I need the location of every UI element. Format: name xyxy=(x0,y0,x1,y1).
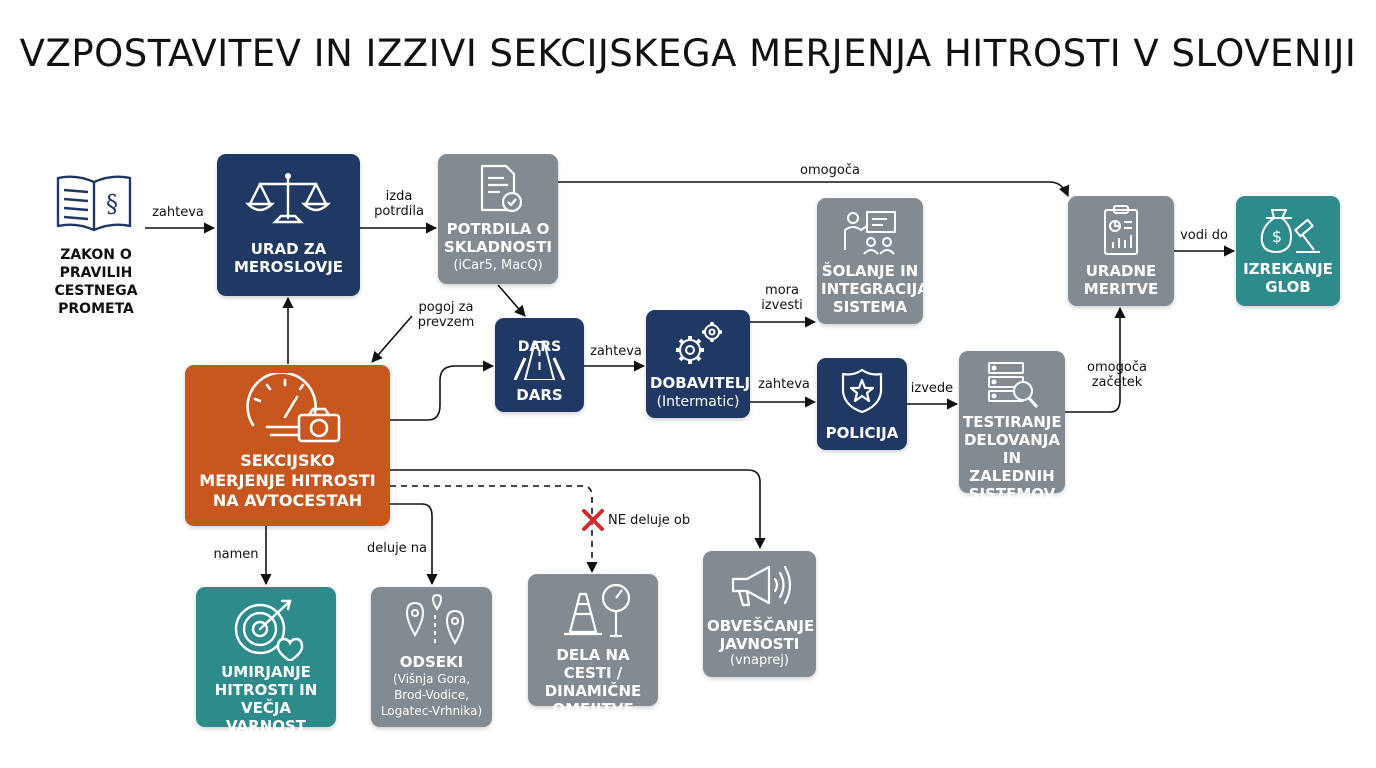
edge-label-omogoca: omogoča xyxy=(800,163,860,178)
node-odseki[interactable]: ODSEKI (Višnja Gora, Brod-Vodice, Logate… xyxy=(371,587,492,727)
cone-gauge-icon xyxy=(564,583,631,638)
edge-label-izda-potrdila: izda potrdila xyxy=(374,189,424,219)
node-testiranje-label: TESTIRANJE DELOVANJA IN ZALEDNIH SISTEMO… xyxy=(963,413,1062,503)
edge-testiranje-uradne xyxy=(1065,306,1126,413)
node-urad-label: URAD ZA MEROSLOVJE xyxy=(233,240,344,276)
megaphone-icon xyxy=(731,565,792,607)
svg-text:§: § xyxy=(106,190,118,218)
node-obvescanje-javnosti[interactable]: OBVEŠČANJE JAVNOSTI (vnaprej) xyxy=(703,551,816,677)
training-icon xyxy=(844,211,896,255)
node-umirjanje-label: UMIRJANJE HITROSTI IN VEČJA VARNOST xyxy=(214,663,318,735)
edge-label-omogoca-zacetek: omogoča začetek xyxy=(1087,360,1147,390)
edge-sekcijsko-dars xyxy=(390,360,495,421)
road-icon xyxy=(513,341,566,380)
node-obvescanje-sub: (vnaprej) xyxy=(730,653,789,668)
edge-label-izvede: izvede xyxy=(910,381,954,396)
edge-potrdila-dars xyxy=(497,284,526,317)
node-izrekanje-glob[interactable]: $ IZREKANJE GLOB xyxy=(1236,196,1340,306)
node-testiranje[interactable]: TESTIRANJE DELOVANJA IN ZALEDNIH SISTEMO… xyxy=(959,351,1065,503)
edge-label-pogoj-za-prevzem: pogoj za prevzem xyxy=(417,300,475,330)
edge-label-namen: namen xyxy=(213,547,259,562)
node-solanje-in-integracija[interactable]: ŠOLANJE IN INTEGRACIJA SISTEMA xyxy=(817,198,929,324)
node-potrdila-o-skladnosti[interactable]: POTRDILA O SKLADNOSTI (iCar5, MacQ) xyxy=(438,154,558,284)
node-sekcijsko-merjenje[interactable]: SEKCIJSKO MERJENJE HITROSTI NA AVTOCESTA… xyxy=(185,365,390,526)
edge-sekcijsko-odseki xyxy=(390,503,438,586)
node-glob-label: IZREKANJE GLOB xyxy=(1243,260,1333,296)
node-uradne-meritve[interactable]: URADNE MERITVE xyxy=(1068,196,1174,306)
gears-icon xyxy=(676,322,722,364)
edge-label-mora-izvesti: mora izvesti xyxy=(761,283,803,313)
police-badge-icon xyxy=(841,368,883,414)
node-urad-za-meroslovje[interactable]: URAD ZA MEROSLOVJE xyxy=(217,154,360,296)
map-pins-icon xyxy=(405,593,465,646)
node-dobavitelj[interactable]: DOBAVITELJ (Intermatic) xyxy=(646,310,750,418)
node-policija[interactable]: POLICIJA xyxy=(817,358,907,450)
node-dars[interactable]: DARS DARS xyxy=(495,318,584,412)
target-heart-icon xyxy=(234,599,304,661)
edge-label-deluje-na: deluje na xyxy=(366,541,428,556)
node-dela-label: DELA NA CESTI / DINAMIČNE OMEJITVE xyxy=(544,646,642,718)
scales-icon xyxy=(245,173,331,224)
speedometer-camera-icon xyxy=(246,373,341,443)
edge-sekcijsko-dela xyxy=(390,485,598,574)
law-label: ZAKON O PRAVILIH CESTNEGA PROMETA xyxy=(54,247,138,317)
node-dobavitelj-sub: (Intermatic) xyxy=(656,394,740,410)
edge-potrdila-sekcijsko xyxy=(371,315,413,363)
edge-potrdila-uradne xyxy=(558,181,1070,198)
node-sekcijsko-label: SEKCIJSKO MERJENJE HITROSTI NA AVTOCESTA… xyxy=(199,451,376,510)
page-title: VZPOSTAVITEV IN IZZIVI SEKCIJSKEGA MERJE… xyxy=(19,32,1357,75)
money-gavel-icon: $ xyxy=(1260,209,1320,253)
edge-sekcijsko-obvescanje xyxy=(390,469,766,550)
node-solanje-label: ŠOLANJE IN INTEGRACIJA SISTEMA xyxy=(821,262,929,316)
node-obvescanje-label: OBVEŠČANJE JAVNOSTI xyxy=(707,617,815,653)
x-mark-icon xyxy=(582,509,604,531)
certificate-icon xyxy=(480,164,523,213)
node-odseki-label: ODSEKI xyxy=(399,653,464,671)
node-dobavitelj-label: DOBAVITELJ xyxy=(650,374,751,392)
node-dela-na-cesti[interactable]: DELA NA CESTI / DINAMIČNE OMEJITVE xyxy=(528,574,658,718)
server-search-icon xyxy=(988,362,1039,408)
node-uradne-label: URADNE MERITVE xyxy=(1083,262,1159,298)
node-dars-badge: DARS xyxy=(517,339,562,355)
edge-label-zahteva-dob: zahteva xyxy=(758,377,810,392)
edge-label-vodi-do: vodi do xyxy=(1180,228,1228,243)
node-potrdila-label: POTRDILA O SKLADNOSTI xyxy=(444,220,552,256)
node-dars-label: DARS xyxy=(516,386,563,404)
edge-label-zahteva: zahteva xyxy=(152,205,204,220)
report-icon xyxy=(1104,205,1138,255)
node-policija-label: POLICIJA xyxy=(825,424,899,442)
law-book-icon: § xyxy=(56,175,132,232)
edge-label-zahteva-dars: zahteva xyxy=(590,344,642,359)
node-umirjanje-hitrosti[interactable]: UMIRJANJE HITROSTI IN VEČJA VARNOST xyxy=(196,587,336,735)
svg-text:$: $ xyxy=(1272,227,1282,246)
edge-label-ne-deluje-ob: NE deluje ob xyxy=(608,513,691,528)
node-potrdila-sub: (iCar5, MacQ) xyxy=(453,258,543,273)
node-odseki-sub: (Višnja Gora, Brod-Vodice, Logatec-Vrhni… xyxy=(380,672,483,718)
